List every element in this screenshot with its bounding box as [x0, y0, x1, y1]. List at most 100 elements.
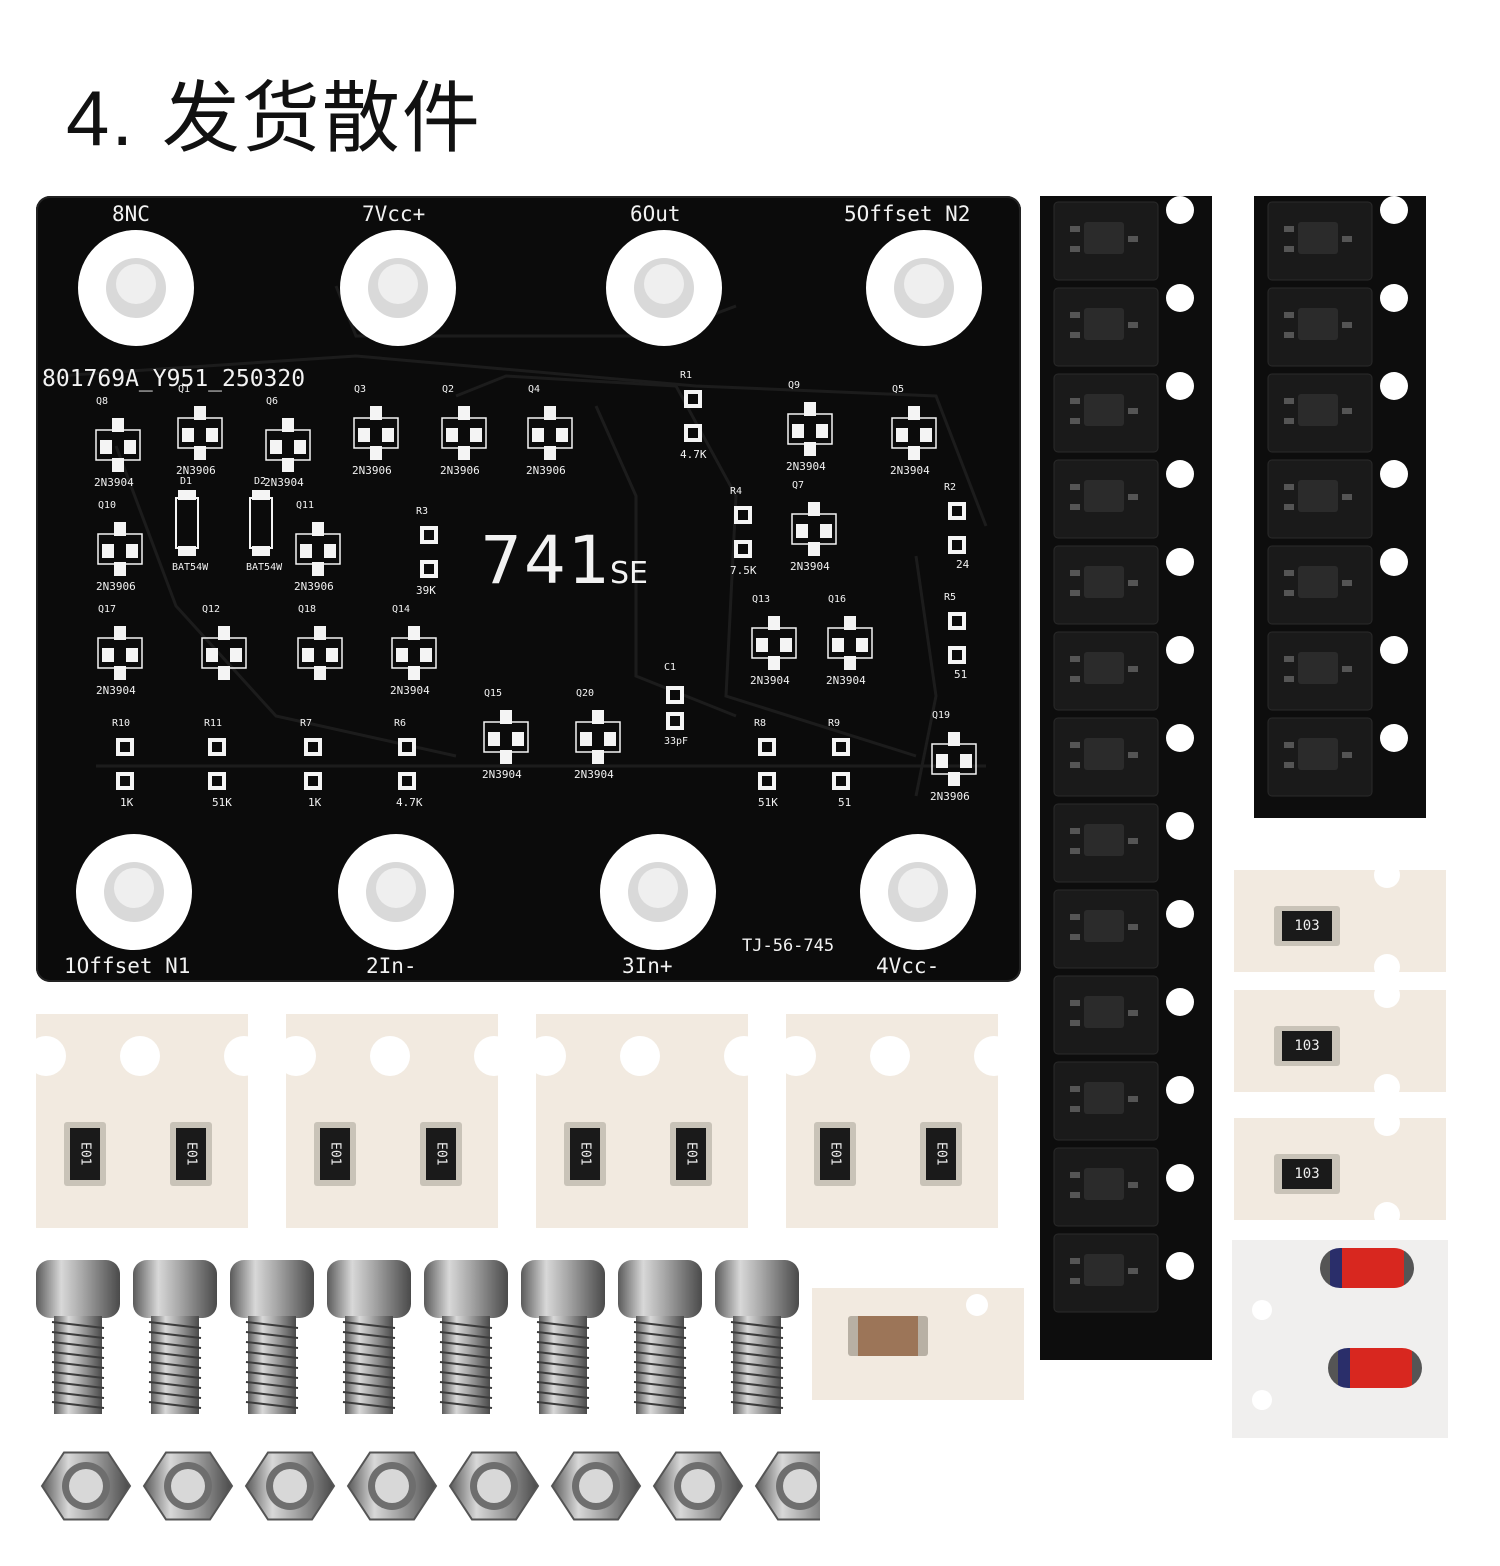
sot23-pocket — [1267, 201, 1373, 281]
resistor-footprint — [684, 390, 702, 442]
pin-label-1: 1Offset N1 — [64, 954, 191, 978]
resistor-marking: E01 — [820, 1128, 850, 1180]
transistor-ref: Q11 — [296, 500, 315, 511]
title-number: 4. — [66, 74, 136, 162]
sot23-pocket — [1053, 545, 1159, 625]
resistor-marking: E01 — [320, 1128, 350, 1180]
sprocket-hole — [1166, 636, 1194, 664]
sot23-pocket — [1053, 1061, 1159, 1141]
sot23-pocket — [1267, 459, 1373, 539]
transistor-ref: Q8 — [96, 396, 109, 407]
hex-nut — [142, 1451, 234, 1521]
resistor-chip: E01 — [670, 1122, 712, 1186]
sprocket-hole — [870, 1036, 910, 1076]
sot23-pocket — [1267, 545, 1373, 625]
transistor-value: 2N3904 — [890, 464, 930, 477]
pin-label-3: 3In+ — [622, 954, 673, 978]
transistor-value: 2N3906 — [440, 464, 480, 477]
transistor-ref: Q9 — [788, 380, 801, 391]
transistor-ref: Q12 — [202, 604, 221, 615]
sot23-pocket — [1267, 631, 1373, 711]
pcb-board: 8NC 7Vcc+ 6Out 5Offset N2 1Offset N1 2In… — [36, 196, 1021, 982]
diode-2 — [1328, 1348, 1422, 1388]
resistor-tape: E01 E01 — [276, 1014, 514, 1228]
sot23-pocket — [1053, 1233, 1159, 1313]
transistor-value: 2N3904 — [390, 684, 430, 697]
pcb-artwork — [55, 230, 988, 950]
diode-ref: D2 — [254, 476, 267, 487]
resistor-value: 4.7K — [396, 796, 423, 809]
transistor-value: 2N3904 — [482, 768, 522, 781]
sprocket-hole — [1252, 1300, 1272, 1320]
resistor-footprint — [420, 526, 438, 578]
transistor-value: 2N3906 — [352, 464, 392, 477]
transistor-value: 2N3904 — [264, 476, 304, 489]
sprocket-hole — [974, 1036, 1014, 1076]
transistor-footprint — [751, 616, 797, 670]
sprocket-hole — [966, 1294, 988, 1316]
capacitor-footprint — [666, 686, 684, 730]
transistor-footprint — [297, 626, 343, 680]
resistor-footprint — [948, 612, 966, 664]
resistor-ref: R3 — [416, 506, 429, 517]
resistor-chip: E01 — [920, 1122, 962, 1186]
hex-nut — [244, 1451, 336, 1521]
sprocket-hole — [224, 1036, 264, 1076]
screw — [715, 1260, 799, 1414]
screw — [133, 1260, 217, 1414]
sprocket-hole — [1166, 1252, 1194, 1280]
mounting-hole — [76, 834, 192, 950]
screw — [327, 1260, 411, 1414]
transistor-value: 2N3904 — [790, 560, 830, 573]
resistor-ref: R5 — [944, 592, 957, 603]
sprocket-hole — [1374, 982, 1400, 1008]
resistor-tape: E01 E01 — [776, 1014, 1014, 1228]
resistor-chip: E01 — [814, 1122, 856, 1186]
mounting-hole — [338, 834, 454, 950]
sot23-pocket — [1267, 373, 1373, 453]
resistor-footprint — [398, 738, 416, 790]
sot23-pocket — [1053, 889, 1159, 969]
transistor-value: 2N3904 — [750, 674, 790, 687]
screw — [424, 1260, 508, 1414]
resistor-footprint — [734, 506, 752, 558]
transistor-ref: Q7 — [792, 480, 805, 491]
sprocket-hole — [724, 1036, 764, 1076]
resistor-footprint — [948, 502, 966, 554]
transistor-footprint — [827, 616, 873, 670]
component-pads — [95, 390, 977, 790]
sprocket-hole — [1166, 988, 1194, 1016]
mounting-hole — [340, 230, 456, 346]
sot23-pocket — [1053, 373, 1159, 453]
title-text: 发货散件 — [161, 74, 482, 164]
sot23-pocket — [1053, 1147, 1159, 1227]
resistor-chip: E01 — [64, 1122, 106, 1186]
transistor-footprint — [891, 406, 937, 460]
resistor-marking: E01 — [426, 1128, 456, 1180]
sprocket-hole — [526, 1036, 566, 1076]
transistor-tape-short-art — [1267, 196, 1408, 797]
resistor-footprint — [832, 738, 850, 790]
resistor-value: 7.5K — [730, 564, 757, 577]
resistor-tape: 103 — [1234, 982, 1446, 1100]
transistor-value: 2N3904 — [96, 684, 136, 697]
sprocket-hole — [1166, 724, 1194, 752]
pin-label-7: 7Vcc+ — [362, 202, 426, 226]
part-number: TJ-56-745 — [742, 936, 835, 956]
diode-footprint — [249, 490, 273, 556]
resistor-footprint — [208, 738, 226, 790]
capacitor-ref: C1 — [664, 662, 677, 673]
sot23-pocket — [1053, 803, 1159, 883]
sprocket-hole — [1166, 548, 1194, 576]
sot23-pocket — [1053, 717, 1159, 797]
resistor-ref: R2 — [944, 482, 957, 493]
resistor-chip: 103 — [1274, 1026, 1340, 1066]
mounting-holes — [76, 230, 982, 950]
screw — [521, 1260, 605, 1414]
transistor-footprint — [265, 418, 311, 472]
resistor-chip: E01 — [420, 1122, 462, 1186]
resistor-ref: R1 — [680, 370, 693, 381]
sot23-pocket — [1053, 459, 1159, 539]
transistor-footprint — [791, 502, 837, 556]
pin-label-5: 5Offset N2 — [844, 202, 971, 226]
